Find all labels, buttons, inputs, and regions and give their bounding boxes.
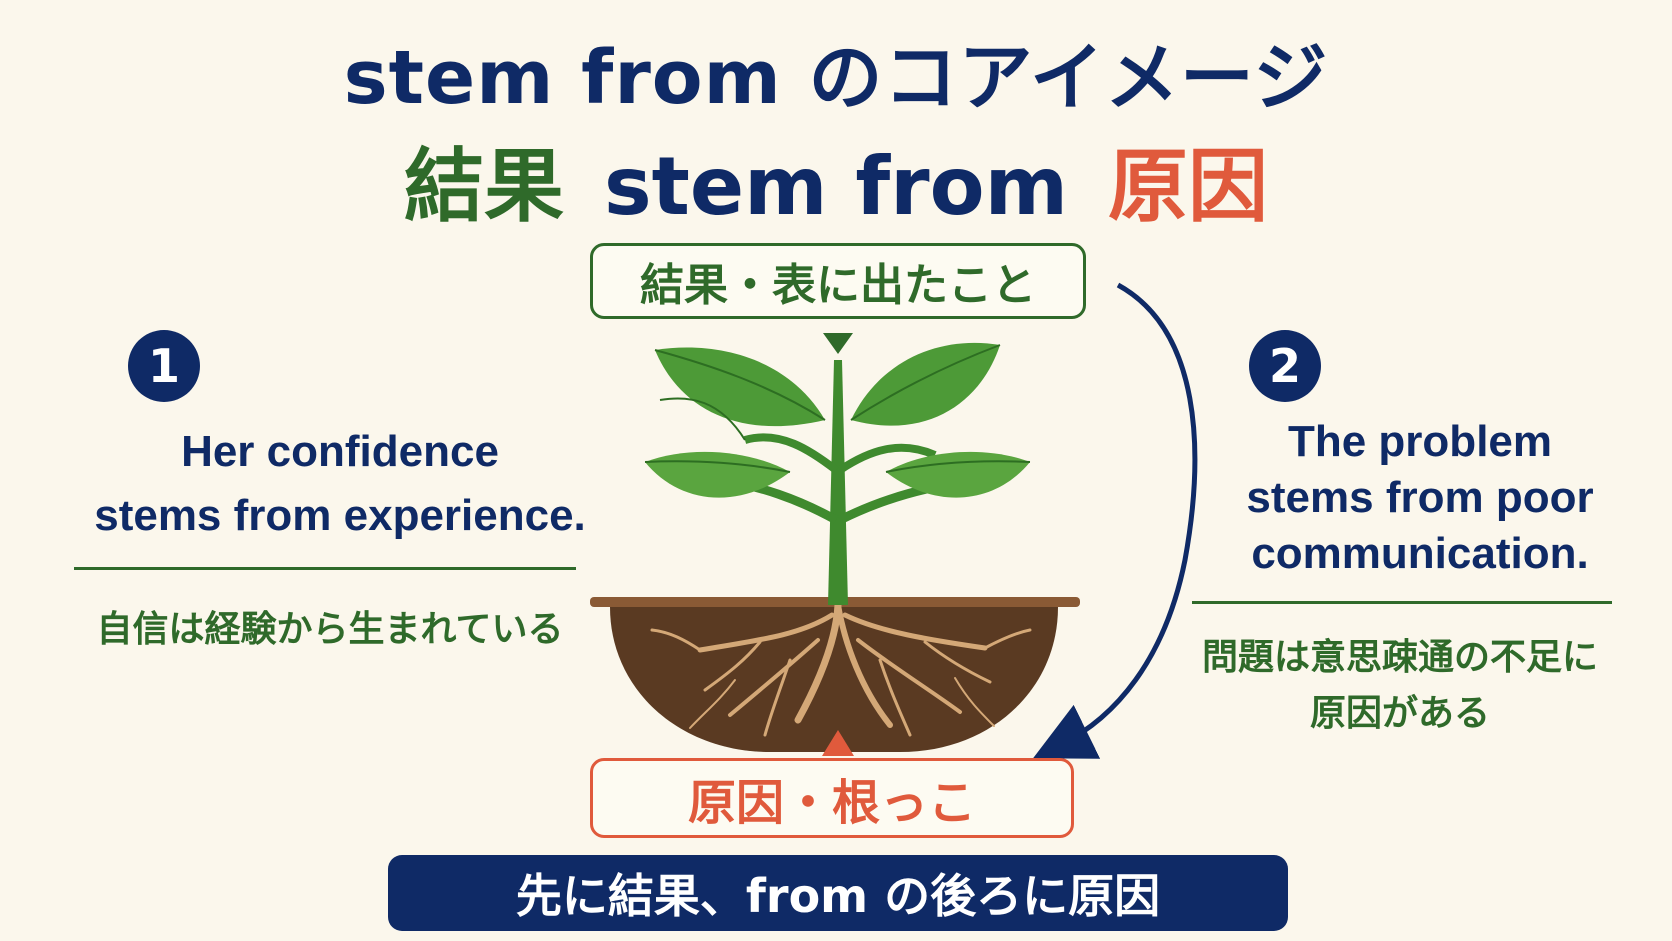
example-1-sentence: Her confidence stems from experience. <box>60 420 620 548</box>
example-number-1: 1 <box>128 330 200 402</box>
bottom-box-pointer <box>822 730 854 756</box>
subtitle-formula: 結果 stem from 原因 <box>0 122 1672 238</box>
page-title: stem from のコアイメージ <box>343 35 1329 121</box>
formula-stem-from: stem from <box>604 140 1068 233</box>
example-2-line-3: communication. <box>1251 529 1589 578</box>
example-1-divider <box>74 567 576 570</box>
example-2-sentence: The problem stems from poor communicatio… <box>1200 414 1640 582</box>
roots <box>650 601 1032 737</box>
example-2-translation-line-2: 原因がある <box>1309 693 1490 734</box>
cause-label-box: 原因・根っこ <box>590 758 1074 838</box>
example-2-translation-line-1: 問題は意思疎通の不足に <box>1201 637 1598 678</box>
formula-result: 結果 <box>404 140 565 233</box>
arrow-curve-icon <box>1033 282 1198 759</box>
example-2-line-1: The problem <box>1287 417 1553 466</box>
example-1-line-1: Her confidence <box>181 427 499 476</box>
example-number-2: 2 <box>1249 330 1321 402</box>
formula-cause: 原因 <box>1107 140 1268 233</box>
example-2-translation: 問題は意思疎通の不足に 原因がある <box>1180 630 1620 742</box>
top-box-pointer <box>823 333 853 354</box>
example-2-divider <box>1192 601 1612 604</box>
plant-stem <box>828 360 848 605</box>
result-label-box: 結果・表に出たこと <box>590 243 1086 319</box>
example-2-line-2: stems from poor <box>1246 473 1594 522</box>
example-1-line-2: stems from experience. <box>94 491 586 540</box>
example-1-translation: 自信は経験から生まれている <box>96 609 564 650</box>
leaves <box>644 342 1031 498</box>
summary-banner: 先に結果、from の後ろに原因 <box>388 855 1288 931</box>
